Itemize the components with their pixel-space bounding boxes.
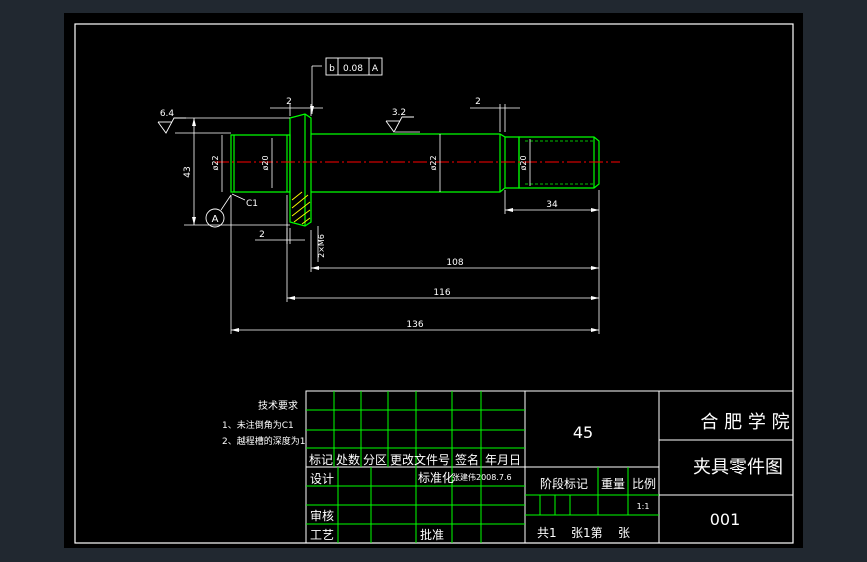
hdr-change: 更改文件号 — [390, 452, 450, 467]
dim-dia22-mid: ø22 — [429, 155, 438, 170]
material: 45 — [573, 423, 593, 442]
label-process: 工艺 — [310, 528, 334, 542]
dim-2-bottom: 2 — [259, 230, 265, 240]
drawing-number: 001 — [710, 510, 741, 529]
title-block-grid — [305, 390, 794, 544]
label-standard: 标准化 — [418, 471, 454, 485]
dim-108: 108 — [446, 258, 463, 268]
label-total: 共1 — [537, 526, 557, 540]
school-name: 合 肥 学 院 — [700, 412, 789, 433]
dim-2-top-left: 2 — [286, 97, 292, 107]
dim-136: 136 — [406, 320, 423, 330]
label-review: 审核 — [310, 508, 334, 523]
drawing-paper — [64, 13, 803, 548]
roughness-symbols — [157, 116, 414, 134]
dim-2-top-right: 2 — [475, 97, 481, 107]
tolerance-value: 0.08 — [343, 64, 363, 74]
dim-thread: 2×M6 — [317, 234, 326, 258]
section-hatch — [291, 191, 311, 225]
dim-43: 43 — [183, 166, 193, 177]
geometric-tolerance-frame — [325, 57, 383, 76]
label-sheet: 张1第 — [571, 526, 603, 540]
dim-c1: C1 — [246, 199, 258, 209]
tolerance-symbol: b — [329, 64, 335, 74]
dim-34: 34 — [546, 200, 558, 210]
tech-req-title: 技术要求 — [258, 399, 298, 412]
datum-label: A — [212, 214, 219, 225]
hdr-sign: 签名 — [455, 452, 479, 467]
roughness-mid-value: 3.2 — [392, 108, 406, 118]
tech-req-line1: 1、未注倒角为C1 — [222, 419, 294, 431]
datum-circle — [205, 208, 225, 228]
dim-dia20-right: ø20 — [519, 155, 528, 170]
label-weight: 重量 — [601, 477, 625, 491]
dim-dia22-left: ø22 — [211, 155, 220, 170]
tolerance-datum: A — [372, 64, 379, 74]
hdr-zone: 分区 — [363, 453, 387, 467]
dim-116: 116 — [433, 288, 450, 298]
tech-req-line2: 2、越程槽的深度为1 — [222, 435, 305, 447]
label-design: 设计 — [310, 472, 334, 486]
dim-dia20-left: ø20 — [261, 155, 270, 170]
hdr-date: 年月日 — [485, 453, 521, 467]
part-name: 夹具零件图 — [693, 457, 783, 478]
label-approve: 批准 — [420, 527, 444, 542]
label-stage: 阶段标记 — [540, 476, 588, 491]
label-zhang: 张 — [618, 526, 630, 540]
scale-value: 1:1 — [637, 502, 650, 511]
dimension-arrows — [192, 106, 599, 332]
thread-lines — [525, 140, 594, 185]
roughness-left-value: 6.4 — [160, 109, 175, 119]
label-ratio: 比例 — [632, 477, 656, 491]
hdr-mark: 标记 — [309, 453, 333, 467]
standard-value: 张建伟2008.7.6 — [452, 472, 512, 482]
hdr-count: 处数 — [336, 452, 360, 467]
